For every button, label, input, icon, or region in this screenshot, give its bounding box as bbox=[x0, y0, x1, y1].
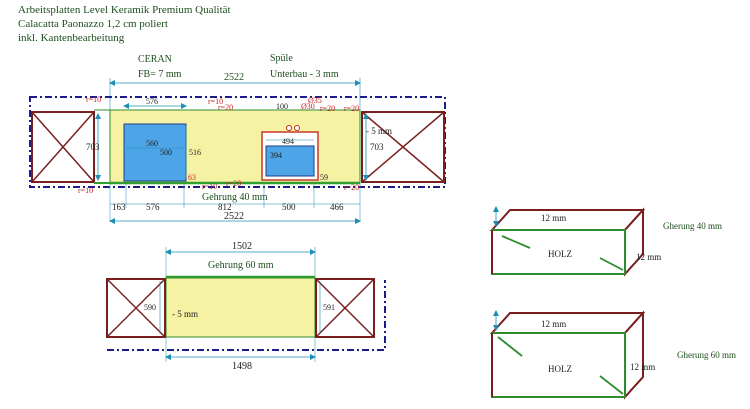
detail-40-miter bbox=[599, 257, 624, 271]
lower-miter-label: Gehrung 60 mm bbox=[208, 260, 274, 271]
detail-60-body bbox=[491, 332, 626, 398]
detail-40-body bbox=[491, 229, 626, 275]
tap-hole bbox=[294, 125, 300, 131]
detail-40-top-face bbox=[489, 209, 646, 231]
detail-40-material: HOLZ bbox=[548, 249, 572, 259]
depth-right: 703 bbox=[370, 142, 384, 152]
header-line-1: Arbeitsplatten Level Keramik Premium Qua… bbox=[18, 4, 231, 16]
top-miter-label: Gehrung 40 mm bbox=[202, 192, 268, 203]
cooktop-title: CERAN bbox=[138, 54, 172, 65]
lower-top-dim: 1502 bbox=[232, 241, 252, 252]
detail-40-title: Gherung 40 mm bbox=[663, 221, 722, 231]
cooktop-r: r=20 bbox=[218, 103, 233, 112]
lower-right-h: 591 bbox=[323, 303, 335, 312]
sink-title: Spüle bbox=[270, 53, 293, 64]
cooktop-h: 516 bbox=[189, 148, 201, 157]
detail-60-title: Gherung 60 mm bbox=[677, 350, 736, 360]
header-line-3: inkl. Kantenbearbeitung bbox=[18, 32, 125, 44]
recess-right: - 5 mm bbox=[366, 126, 392, 136]
detail-60-thickness: 12 mm bbox=[541, 319, 566, 329]
cooktop-inner-h: 500 bbox=[160, 148, 172, 157]
segment-2: 576 bbox=[146, 202, 160, 212]
overall-dim-bottom: 2522 bbox=[224, 211, 244, 222]
lower-dashed-frame bbox=[107, 280, 386, 351]
sink-494: 494 bbox=[282, 137, 294, 146]
segment-4: 500 bbox=[282, 202, 296, 212]
lower-recess: - 5 mm bbox=[172, 309, 198, 319]
lower-right-cabinet bbox=[315, 278, 375, 338]
right-cabinet bbox=[361, 111, 445, 183]
detail-40-edge-dim: 12 mm bbox=[636, 252, 661, 262]
r-top-right: r=20 bbox=[344, 104, 359, 113]
sink-basin bbox=[265, 145, 315, 177]
sink-d30: Ø30 bbox=[301, 102, 315, 111]
sink-394: 394 bbox=[270, 151, 282, 160]
lower-left-cabinet bbox=[106, 278, 166, 338]
r-bot-mid: r=10 bbox=[202, 182, 217, 191]
overall-dim-top: 2522 bbox=[224, 72, 244, 83]
detail-60-top-face bbox=[489, 312, 646, 334]
detail-60-material: HOLZ bbox=[548, 364, 572, 374]
lower-worktop-plate bbox=[165, 277, 316, 338]
sink-dim-100: 100 bbox=[276, 102, 288, 111]
sink-59: 59 bbox=[320, 173, 328, 182]
lower-plate-group: 1502 Gehrung 60 mm - 5 mm 590 591 1498 bbox=[106, 241, 386, 372]
sink-mount: Unterbau - 3 mm bbox=[270, 69, 339, 80]
detail-60-miter bbox=[599, 375, 624, 395]
segment-3: 812 bbox=[218, 202, 232, 212]
lower-bottom-dim: 1498 bbox=[232, 361, 252, 372]
r-top-left: r=10 bbox=[86, 95, 101, 104]
sink-d35: Ø35 bbox=[308, 96, 322, 105]
cooktop-fb: FB= 7 mm bbox=[138, 69, 182, 80]
r-top-mid: r=10 bbox=[208, 97, 223, 106]
tap-hole bbox=[286, 125, 292, 131]
cooktop-dim-63: 63 bbox=[188, 173, 196, 182]
detail-40-miter bbox=[501, 235, 531, 249]
cooktop-w-top: 576 bbox=[146, 97, 158, 106]
depth-left: 703 bbox=[86, 142, 100, 152]
detail-60-group: 12 mm HOLZ 12 mm Gherung 60 mm bbox=[489, 310, 736, 400]
left-cabinet bbox=[31, 111, 95, 183]
r-bot-mid2: r=20 bbox=[226, 179, 241, 188]
cooktop-inner-w: 560 bbox=[146, 139, 158, 148]
segment-5: 466 bbox=[330, 202, 344, 212]
detail-40-thickness: 12 mm bbox=[541, 213, 566, 223]
segment-1: 163 bbox=[112, 202, 126, 212]
detail-40-group: 12 mm HOLZ 12 mm Gherung 40 mm bbox=[489, 206, 722, 277]
top-plate-group: CERAN FB= 7 mm Spüle Unterbau - 3 mm 252… bbox=[29, 53, 446, 224]
lower-left-h: 590 bbox=[144, 303, 156, 312]
r-bot-left: r=10 bbox=[78, 186, 93, 195]
header-line-2: Calacatta Paonazzo 1,2 cm poliert bbox=[18, 18, 168, 30]
r-top-sink: r=20 bbox=[320, 104, 335, 113]
cooktop-cutout bbox=[123, 123, 187, 182]
detail-60-edge-dim: 12 mm bbox=[630, 362, 655, 372]
detail-60-miter bbox=[497, 336, 523, 357]
r-bot-right: r=20 bbox=[344, 183, 359, 192]
